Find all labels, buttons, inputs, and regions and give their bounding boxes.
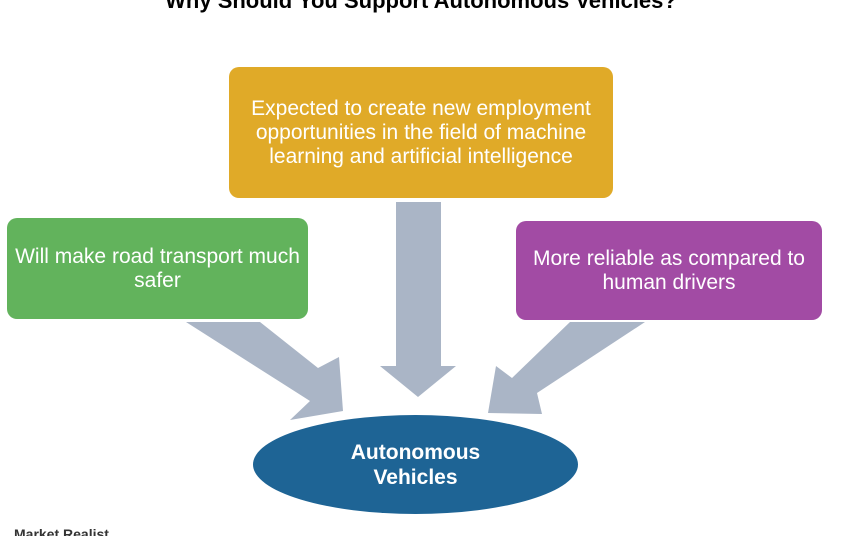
arrow-right xyxy=(488,322,645,414)
box-reliability: More reliable as compared to human drive… xyxy=(516,221,822,320)
center-label-line1: Autonomous xyxy=(350,440,481,464)
page-title: Why Should You Support Autonomous Vehicl… xyxy=(165,0,677,13)
center-ellipse: Autonomous Vehicles xyxy=(253,415,578,514)
box-road-safety: Will make road transport much safer xyxy=(7,218,308,319)
arrow-top xyxy=(380,202,456,397)
box-employment-opportunities: Expected to create new employment opport… xyxy=(229,67,613,198)
center-label-line2: Vehicles xyxy=(373,465,458,489)
arrow-left xyxy=(186,322,343,420)
watermark: Market Realist xyxy=(14,526,109,536)
box-employment-opportunities-text: Expected to create new employment opport… xyxy=(251,96,591,168)
box-road-safety-text: Will make road transport much safer xyxy=(15,244,300,292)
box-reliability-text: More reliable as compared to human drive… xyxy=(533,246,805,294)
